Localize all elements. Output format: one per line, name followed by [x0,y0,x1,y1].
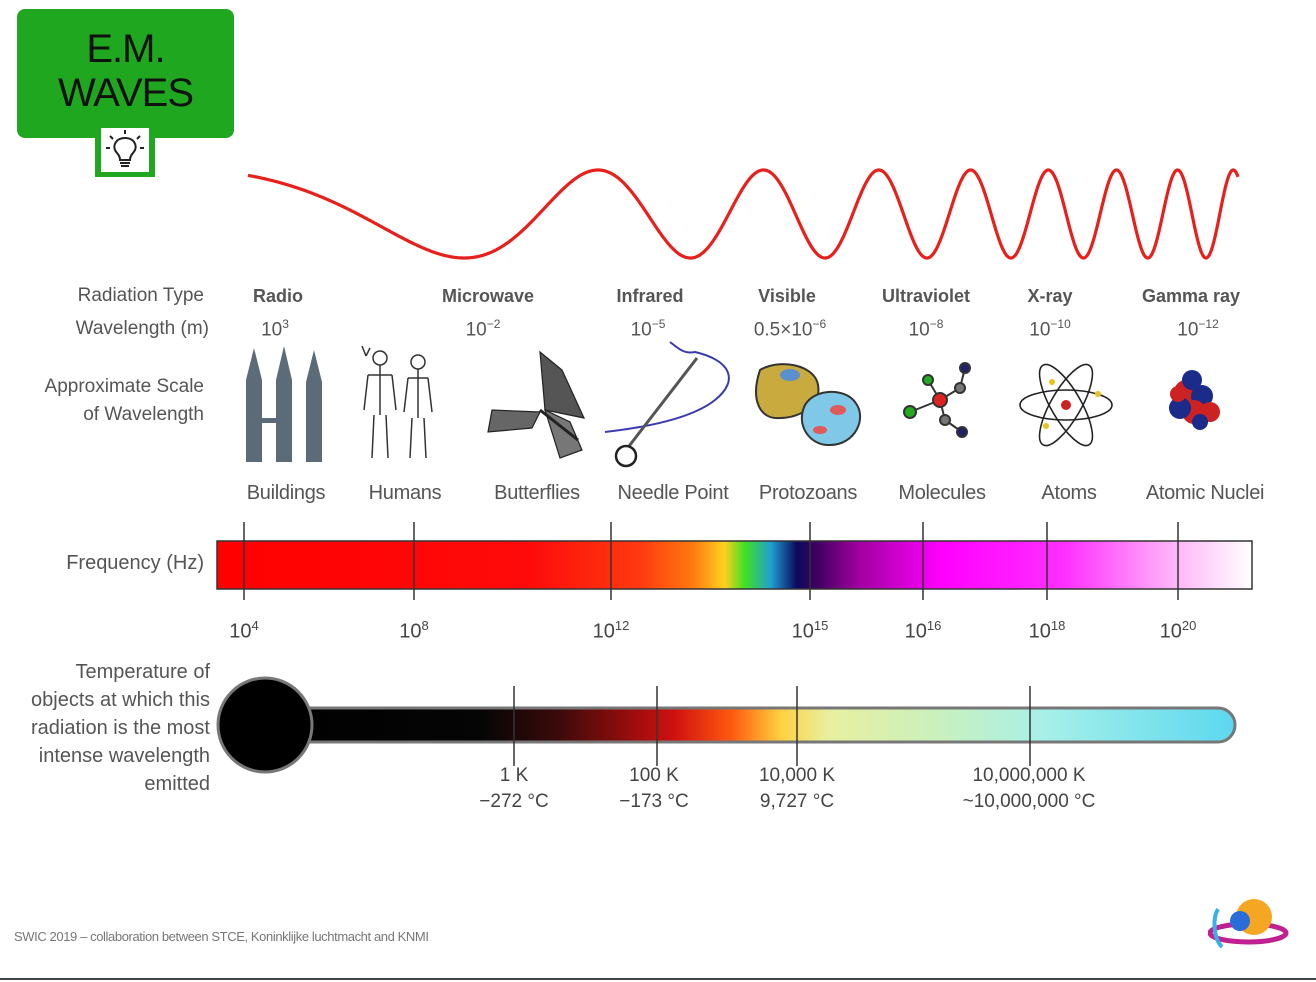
scale-butterflies: Butterflies [494,482,580,504]
freq-tick-1e18: 1018 [1028,618,1066,643]
thermometer [216,676,1237,774]
nucleus-icon [1169,370,1220,430]
freq-tick-1e4: 104 [229,618,259,643]
temperature-label: Temperature of objects at which this rad… [31,661,210,795]
lightbulb-icon [106,130,144,167]
scale-label-line2: of Wavelength [83,404,204,425]
scale-needle-point: Needle Point [617,482,729,504]
lightbulb-box [95,124,155,177]
humans-icon [361,345,433,459]
bottom-rule [0,978,1316,980]
scale-label-line1: Approximate Scale [44,376,204,397]
title-box: E.M. WAVES [17,9,234,138]
em-wave-line [247,168,1240,260]
needle-icon [604,341,730,468]
type-visible: Visible [758,286,816,306]
atom-icon [1019,363,1113,447]
freq-tick-1e16: 1016 [904,618,942,643]
scale-protozoans: Protozoans [758,482,858,504]
scale-molecules: Molecules [898,482,986,504]
buildings-icon [246,346,322,462]
wavelength-xray: 10−10 [1029,317,1071,341]
wavelength-visible: 0.5×10−6 [753,317,827,341]
frequency-label: Frequency (Hz) [66,552,204,574]
scale-atomic-nuclei: Atomic Nuclei [1145,482,1265,504]
type-infrared: Infrared [616,286,684,306]
type-ultraviolet: Ultraviolet [881,286,971,306]
scale-illustrations [246,341,1220,468]
type-xray: X-ray [1027,286,1073,306]
frequency-bar [216,522,1253,600]
footer-credit: SWIC 2019 – collaboration between STCE, … [14,929,429,944]
title-line-1: E.M. [86,27,165,71]
wavelength-ultraviolet: 10−8 [908,317,944,341]
stce-logo-icon [1208,899,1289,949]
radiation-type-label: Radiation Type [77,285,204,306]
wavelength-infrared: 10−5 [630,317,666,341]
temp-tick-10000000k: 10,000,000 K~10,000,000 °C [962,765,1096,812]
freq-tick-1e12: 1012 [592,618,630,643]
butterfly-icon [487,350,586,459]
freq-tick-1e20: 1020 [1159,618,1197,643]
temp-tick-100k: 100 K−173 °C [619,765,689,812]
type-gamma: Gamma ray [1141,286,1241,306]
wavelength-label: Wavelength (m) [75,318,209,339]
wavelength-radio: 103 [261,317,289,341]
wavelength-microwave: 10−2 [465,317,501,341]
type-microwave: Microwave [441,286,535,306]
scale-humans: Humans [368,482,442,504]
protozoa-icon [755,363,861,447]
molecule-icon [903,362,971,438]
wavelength-gamma: 10−12 [1177,317,1219,341]
freq-tick-1e8: 108 [399,618,429,643]
type-radio: Radio [252,286,303,306]
title-line-2: WAVES [57,71,194,115]
scale-atoms: Atoms [1041,482,1097,504]
freq-tick-1e15: 1015 [791,618,829,643]
wave-graphic [247,168,1240,260]
scale-buildings: Buildings [246,482,326,504]
temp-tick-1k: 1 K−272 °C [479,765,549,812]
